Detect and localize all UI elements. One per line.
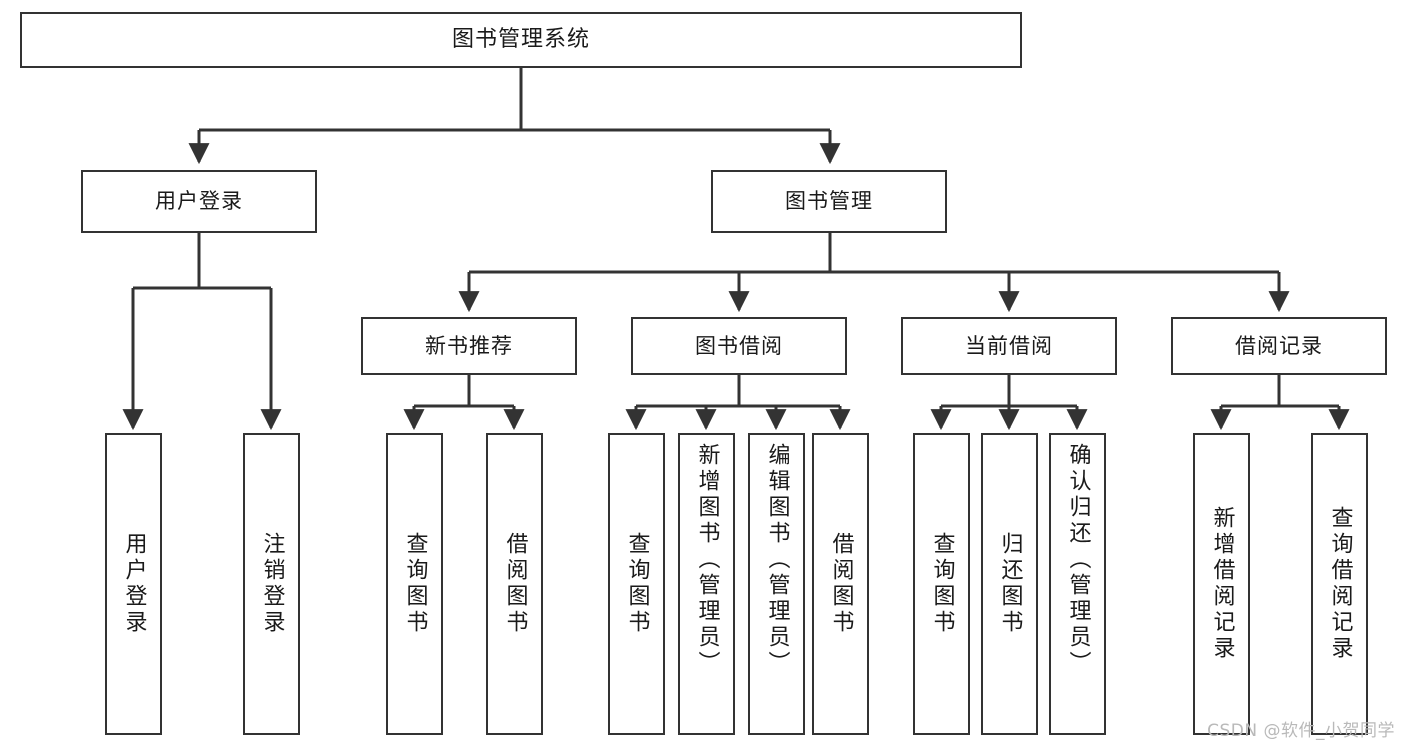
leaf-borrow-add-book-admin[interactable]: 新增图书（管理员）: [678, 433, 735, 735]
node-label: 查询图书: [929, 532, 955, 636]
leaf-newbook-query-book[interactable]: 查询图书: [386, 433, 443, 735]
node-current-borrow[interactable]: 当前借阅: [901, 317, 1117, 375]
node-book-management[interactable]: 图书管理: [711, 170, 947, 233]
node-label: 注销登录: [259, 532, 285, 636]
node-label: 归还图书: [997, 532, 1023, 636]
node-root-system[interactable]: 图书管理系统: [20, 12, 1022, 68]
node-label: 借阅图书: [828, 532, 854, 636]
node-label: 查询图书: [402, 532, 428, 636]
node-label: 新增图书（管理员）: [694, 443, 720, 677]
leaf-current-return-book[interactable]: 归还图书: [981, 433, 1038, 735]
node-label: 用户登录: [155, 189, 243, 214]
node-label: 借阅图书: [502, 532, 528, 636]
node-label: 图书管理系统: [451, 27, 590, 53]
leaf-records-add-record[interactable]: 新增借阅记录: [1193, 433, 1250, 735]
leaf-logout[interactable]: 注销登录: [243, 433, 300, 735]
node-label: 借阅记录: [1235, 333, 1323, 358]
node-label: 图书管理: [785, 189, 873, 214]
node-label: 新增借阅记录: [1209, 506, 1235, 662]
leaf-newbook-borrow-book[interactable]: 借阅图书: [486, 433, 543, 735]
node-label: 新书推荐: [425, 333, 513, 358]
node-new-book-recommend[interactable]: 新书推荐: [361, 317, 577, 375]
node-label: 编辑图书（管理员）: [764, 443, 790, 677]
node-label: 当前借阅: [965, 333, 1053, 358]
leaf-current-query-book[interactable]: 查询图书: [913, 433, 970, 735]
node-user-login[interactable]: 用户登录: [81, 170, 317, 233]
node-label: 查询图书: [624, 532, 650, 636]
leaf-records-query-record[interactable]: 查询借阅记录: [1311, 433, 1368, 735]
node-book-borrow[interactable]: 图书借阅: [631, 317, 847, 375]
node-borrow-records[interactable]: 借阅记录: [1171, 317, 1387, 375]
leaf-current-confirm-return-admin[interactable]: 确认归还（管理员）: [1049, 433, 1106, 735]
leaf-borrow-edit-book-admin[interactable]: 编辑图书（管理员）: [748, 433, 805, 735]
node-label: 图书借阅: [695, 333, 783, 358]
node-label: 查询借阅记录: [1327, 506, 1353, 662]
node-label: 用户登录: [121, 532, 147, 636]
leaf-user-login[interactable]: 用户登录: [105, 433, 162, 735]
leaf-borrow-borrow-book[interactable]: 借阅图书: [812, 433, 869, 735]
node-label: 确认归还（管理员）: [1065, 443, 1091, 677]
leaf-borrow-query-book[interactable]: 查询图书: [608, 433, 665, 735]
